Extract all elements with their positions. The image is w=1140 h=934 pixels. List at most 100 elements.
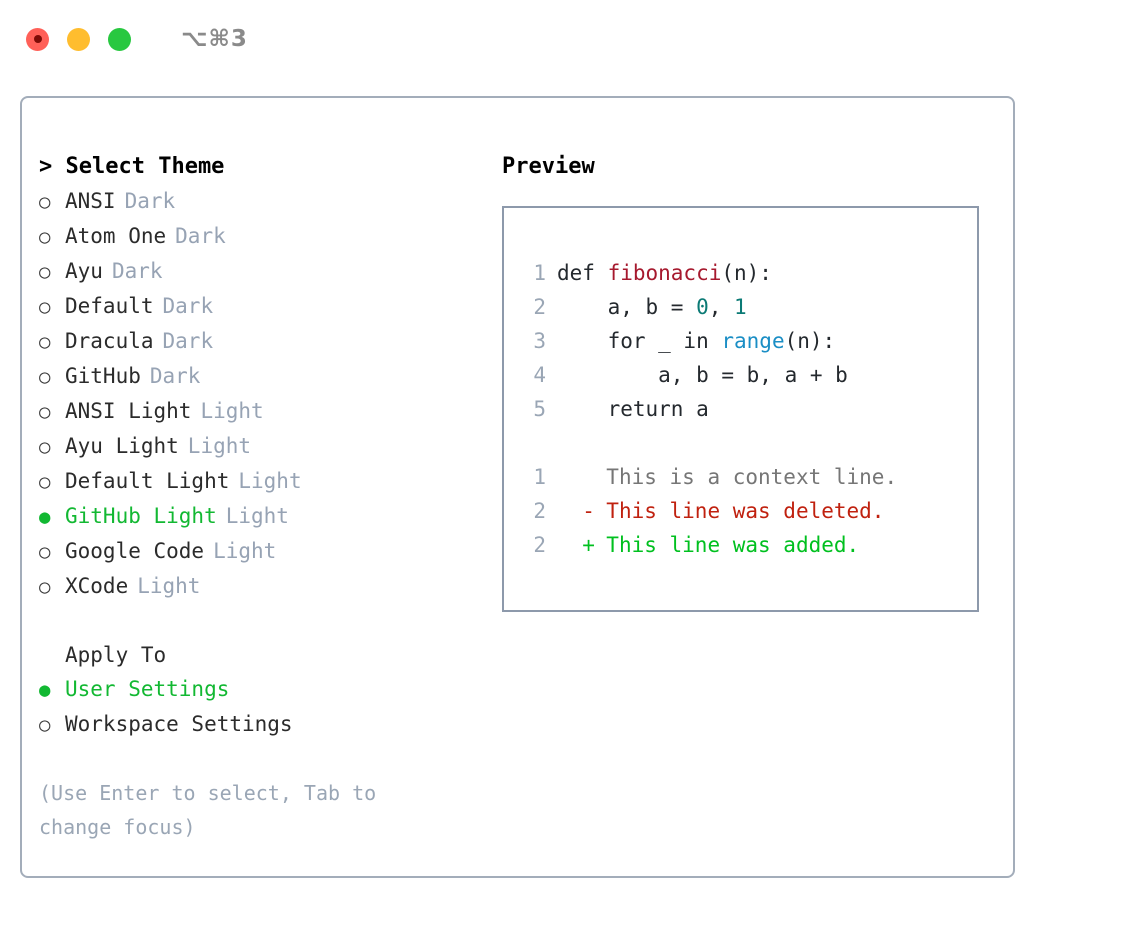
apply-to-option-workspace-settings[interactable]: ○ Workspace Settings <box>39 707 499 742</box>
theme-option-variant: Dark <box>162 329 214 353</box>
code-token-plain: return a <box>607 397 709 421</box>
radio-unselected-icon: ○ <box>39 191 51 213</box>
diff-gutter-spacer <box>557 494 582 528</box>
diff-sign: + <box>582 533 595 557</box>
diff-line-number: 2 <box>533 499 546 523</box>
theme-option-label: Default <box>65 294 154 318</box>
code-token-plain: for _ in <box>607 329 722 353</box>
radio-unselected-icon: ○ <box>39 331 51 353</box>
apply-to-option-label: Workspace Settings <box>65 712 293 736</box>
theme-option-label: Ayu Light <box>65 434 179 458</box>
line-number: 3 <box>533 329 546 353</box>
theme-option-label: Google Code <box>65 539 205 563</box>
theme-option-label: Ayu <box>65 259 103 283</box>
diff-line-del: 2 -This line was deleted. <box>504 494 977 528</box>
theme-option-dracula[interactable]: ○ Dracula Dark <box>39 324 499 359</box>
theme-option-label: XCode <box>65 574 129 598</box>
preview-title: Preview <box>502 154 595 179</box>
diff-line-number: 1 <box>533 465 546 489</box>
radio-unselected-icon: ○ <box>39 366 51 388</box>
minimize-button[interactable] <box>67 27 90 51</box>
theme-option-label: Atom One <box>65 224 167 248</box>
radio-unselected-icon: ○ <box>39 576 51 598</box>
theme-option-variant: Light <box>187 434 252 458</box>
code-line: 3 for _ in range(n): <box>504 324 977 358</box>
keyboard-hint-text: (Use Enter to select, Tab to change focu… <box>39 781 377 839</box>
code-line-text: for _ in range(n): <box>557 324 836 358</box>
apply-to-option-list[interactable]: ●User Settings ○ Workspace Settings <box>39 672 499 742</box>
diff-sign: - <box>582 499 595 523</box>
radio-unselected-icon: ○ <box>39 714 51 736</box>
code-line: 2 a, b = 0, 1 <box>504 290 977 324</box>
diff-line-add: 2 +This line was added. <box>504 528 977 562</box>
theme-option-ayu[interactable]: ○ Ayu Dark <box>39 254 499 289</box>
code-token-fn: fibonacci <box>607 261 722 285</box>
code-token-plain: def <box>557 261 608 285</box>
radio-unselected-icon: ○ <box>39 471 51 493</box>
radio-unselected-icon: ○ <box>39 296 51 318</box>
code-token-num: 1 <box>734 295 747 319</box>
line-number: 5 <box>533 397 546 421</box>
keyboard-shortcut-label: ⌥⌘3 <box>181 26 248 52</box>
list-spacer <box>39 604 499 638</box>
theme-option-default-light[interactable]: ○ Default Light Light <box>39 464 499 499</box>
line-number: 1 <box>533 261 546 285</box>
code-line-text: return a <box>557 392 709 426</box>
diff-line-text: This line was added. <box>606 533 860 557</box>
traffic-lights <box>26 27 131 51</box>
apply-to-header: Apply To <box>65 643 167 667</box>
select-theme-header: > Select Theme <box>39 154 225 179</box>
theme-option-atom-one[interactable]: ○ Atom One Dark <box>39 219 499 254</box>
code-line: 4 a, b = b, a + b <box>504 358 977 392</box>
diff-line-ctx: 1 This is a context line. <box>504 460 977 494</box>
code-token-plain: (n): <box>721 261 772 285</box>
maximize-button[interactable] <box>108 27 131 51</box>
code-token-plain: (n): <box>784 329 836 353</box>
diff-line-text: This line was deleted. <box>606 499 885 523</box>
radio-unselected-icon: ○ <box>39 401 51 423</box>
code-line-text: a, b = b, a + b <box>557 358 848 392</box>
code-token-plain: a, b = b, a + b <box>658 363 848 387</box>
theme-option-label: GitHub Light <box>65 504 217 528</box>
code-line: 5 return a <box>504 392 977 426</box>
theme-option-label: Default Light <box>65 469 230 493</box>
apply-to-option-user-settings[interactable]: ●User Settings <box>39 672 499 707</box>
theme-option-variant: Light <box>200 399 264 423</box>
diff-gutter-spacer <box>557 460 582 494</box>
theme-option-variant: Dark <box>175 224 226 248</box>
theme-option-xcode[interactable]: ○ XCode Light <box>39 569 499 604</box>
theme-option-variant: Light <box>137 574 201 598</box>
line-number: 4 <box>533 363 546 387</box>
theme-option-variant: Light <box>213 539 277 563</box>
diff-sample: 1 This is a context line.2 -This line wa… <box>504 460 977 562</box>
apply-to-option-label: User Settings <box>65 677 230 701</box>
code-line-text: a, b = 0, 1 <box>557 290 747 324</box>
close-button[interactable] <box>26 27 49 51</box>
theme-option-variant: Light <box>225 504 289 528</box>
diff-line-text: This is a context line. <box>606 465 898 489</box>
theme-option-variant: Light <box>238 469 302 493</box>
title-bar: ⌥⌘3 <box>0 0 1140 78</box>
radio-unselected-icon: ○ <box>39 261 51 283</box>
theme-option-label: Dracula <box>65 329 154 353</box>
theme-option-variant: Dark <box>124 189 176 213</box>
theme-option-variant: Dark <box>149 364 201 388</box>
radio-unselected-icon: ○ <box>39 226 51 248</box>
theme-option-variant: Dark <box>111 259 163 283</box>
code-token-call: range <box>721 329 785 353</box>
code-line-text: def fibonacci(n): <box>557 256 772 290</box>
